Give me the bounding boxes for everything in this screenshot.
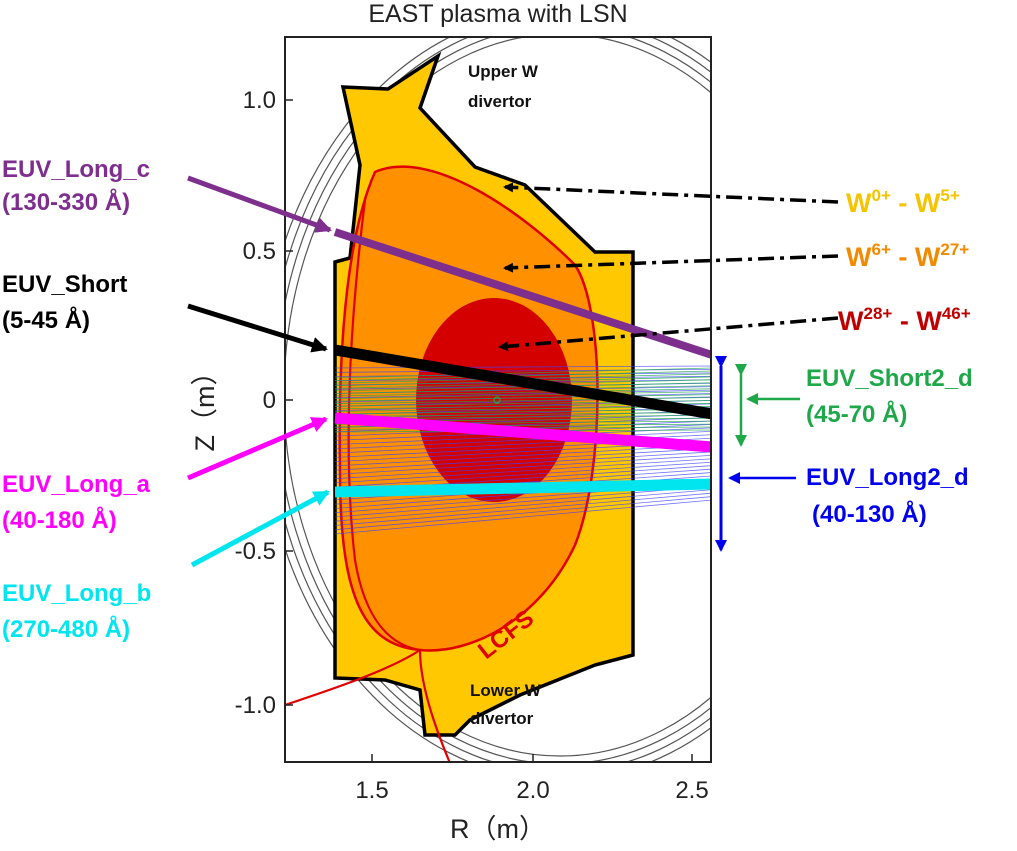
- line-of-sight: [334, 408, 711, 415]
- y-tick-label: 0.5: [243, 238, 276, 265]
- charge-arrow-low: [503, 182, 839, 204]
- long2-d-range: (40-130 Å): [812, 500, 927, 528]
- vessel-wall: [285, 37, 711, 762]
- line-of-sight: [334, 499, 711, 535]
- charge-state-low-label: W0+ - W5+: [846, 186, 960, 218]
- lower-divertor-label-1: Lower W: [470, 681, 542, 700]
- long-a-range: (40-180 Å): [2, 506, 117, 534]
- axis-ticks: [285, 99, 693, 762]
- long-a-arrow: [187, 416, 328, 481]
- long-c-range: (130-330 Å): [2, 188, 130, 216]
- x-tick-label: 2.0: [516, 777, 549, 804]
- short2-d-name: EUV_Short2_d: [806, 365, 973, 392]
- long2-d-name: EUV_Long2_d: [806, 464, 969, 491]
- long-b-arrow: [190, 489, 330, 568]
- separatrix-leg-inner: [285, 649, 421, 707]
- line-of-sight: [334, 430, 711, 450]
- long-c-chord: [333, 228, 711, 359]
- line-of-sight: [334, 451, 711, 475]
- line-of-sight: [334, 372, 711, 377]
- long-b-name: EUV_Long_b: [2, 580, 151, 607]
- short-chord: [334, 344, 711, 420]
- separatrix-leg-outer: [418, 649, 451, 762]
- line-of-sight: [334, 454, 711, 480]
- charge-arrow-mid: [503, 254, 839, 273]
- short2-d-range: (45-70 Å): [806, 400, 907, 428]
- y-tick-label: 0: [263, 387, 276, 414]
- line-of-sight: [334, 492, 711, 526]
- line-of-sight: [334, 367, 711, 379]
- line-of-sight: [334, 389, 711, 399]
- line-of-sight: [334, 388, 711, 397]
- y-tick-label: 1.0: [243, 87, 276, 114]
- line-of-sight: [334, 406, 711, 420]
- line-of-sight: [334, 448, 711, 471]
- charge-arrow-high: [498, 316, 839, 352]
- long-b-chord: [334, 478, 711, 498]
- x-tick-label: 1.5: [355, 777, 388, 804]
- upper-divertor-label-1: Upper W: [468, 62, 539, 81]
- x-axis-label: R（m）: [450, 814, 546, 844]
- line-of-sight: [334, 385, 711, 394]
- long-a-name: EUV_Long_a: [2, 471, 151, 498]
- charge-state-mid-label: W6+ - W27+: [846, 240, 969, 272]
- line-of-sight: [334, 394, 711, 402]
- upper-divertor-label-2: divertor: [468, 92, 532, 111]
- short-name: EUV_Short: [2, 271, 127, 298]
- line-of-sight: [334, 370, 711, 381]
- y-tick-label: -1.0: [235, 692, 276, 719]
- charge-state-high-label: W28+ - W46+: [838, 304, 971, 336]
- chart-title: EAST plasma with LSN: [368, 0, 627, 28]
- line-of-sight: [334, 489, 711, 522]
- separatrix-inner-boundary: [347, 199, 421, 652]
- line-of-sight: [334, 365, 711, 369]
- short-range: (5-45 Å): [2, 306, 90, 334]
- short-arrow: [187, 303, 328, 353]
- magnetic-axis-marker: [493, 396, 501, 404]
- long-b-range: (270-480 Å): [2, 615, 130, 643]
- line-of-sight: [334, 461, 711, 488]
- y-tick-label: -0.5: [235, 538, 276, 565]
- lower-divertor-label-2: divertor: [470, 709, 534, 728]
- line-of-sight: [334, 496, 711, 531]
- long-c-name: EUV_Long_c: [2, 156, 150, 183]
- line-of-sight: [334, 485, 711, 518]
- y-axis-label: Z（m）: [190, 359, 220, 452]
- line-of-sight: [334, 444, 711, 467]
- long-a-chord: [334, 412, 711, 453]
- x-tick-label: 2.5: [675, 777, 708, 804]
- line-of-sight: [334, 417, 711, 433]
- line-of-sight: [334, 391, 711, 399]
- line-of-sight: [334, 458, 711, 484]
- long-c-arrow: [187, 175, 332, 233]
- line-of-sight: [334, 411, 711, 417]
